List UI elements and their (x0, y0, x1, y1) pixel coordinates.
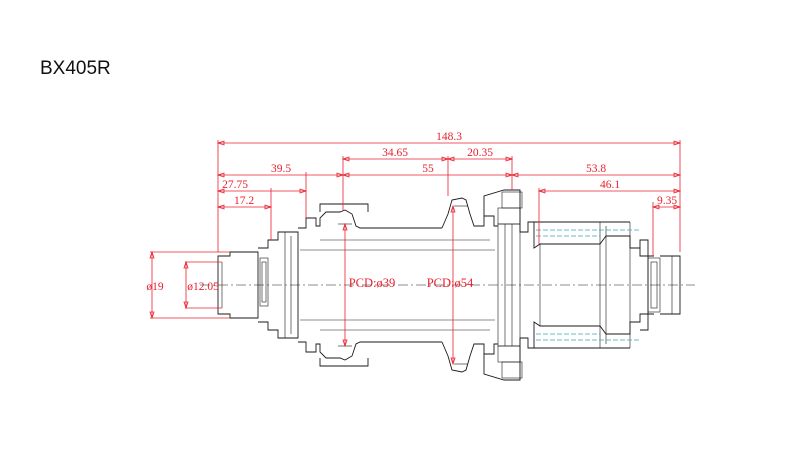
dim-right-section: 53.8 (586, 163, 606, 175)
hub-outline (200, 189, 695, 381)
pcd-right-label: PCD:ø54 (427, 276, 474, 290)
dim-center-to-rotor: 20.35 (467, 147, 493, 159)
dim-flange-spacing: 55 (422, 163, 434, 175)
model-title: BX405R (40, 58, 111, 79)
dimension-labels: 148.3 39.5 34.65 20.35 55 53.8 27.75 46.… (146, 131, 677, 293)
hidden-lines (536, 229, 640, 341)
dim-axle-dia: ø19 (146, 281, 164, 293)
dimension-lines (149, 140, 682, 366)
dim-right-bearing: 46.1 (600, 179, 620, 191)
dim-left-end: 17.2 (234, 195, 254, 207)
dim-left-locknut: 27.75 (222, 179, 248, 191)
dim-left-to-flange: 39.5 (271, 163, 291, 175)
pcd-left-label: PCD:ø39 (349, 276, 396, 290)
dim-overall-length: 148.3 (436, 131, 462, 143)
dim-right-end: 9.35 (657, 195, 677, 207)
dim-bore-dia: ø12.05 (187, 281, 219, 293)
dim-flange-to-center: 34.65 (382, 147, 408, 159)
